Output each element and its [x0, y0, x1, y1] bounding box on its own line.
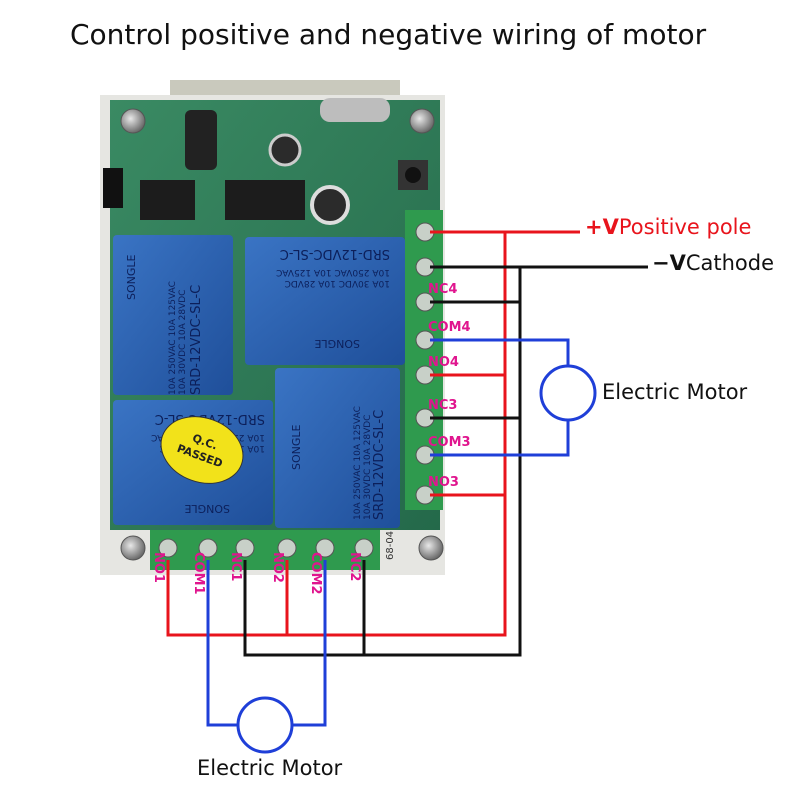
terminal-label-com4: COM4	[428, 320, 471, 335]
motor-bottom-label: Electric Motor	[197, 756, 343, 780]
relay-rating-text: 10A 250VAC 10A 125VAC	[276, 267, 390, 277]
motor-wires	[206, 338, 570, 727]
motor-right-symbol	[539, 364, 597, 422]
positive-sign: +V	[585, 215, 619, 239]
terminal-label-nc4: NC4	[428, 282, 458, 297]
diagram-title: Control positive and negative wiring of …	[70, 18, 707, 51]
jumper-header	[103, 168, 123, 208]
learn-button-cap	[405, 167, 421, 183]
qc-passed-sticker: Q.C. PASSED	[160, 416, 244, 484]
board-code: 68-04	[385, 531, 396, 560]
crystal-oscillator	[320, 98, 390, 122]
relay-top-left: SRD-12VDC-SL-C 10A 250VAC 10A 125VAC 10A…	[113, 235, 233, 395]
positive-text: Positive pole	[618, 215, 752, 239]
screw-bottom-right	[418, 535, 444, 561]
negative-wires	[243, 265, 648, 657]
positive-label: +VPositive pole	[585, 215, 751, 239]
positive-wires	[166, 230, 580, 637]
terminal-label-nc3: NC3	[428, 398, 458, 413]
bottom-terminal-screw	[235, 538, 255, 558]
relay-brand-text: SONGLE	[290, 424, 303, 470]
terminal-label-com3: COM3	[428, 435, 471, 450]
terminal-label-nc1: NC1	[228, 552, 243, 582]
bottom-terminal-screws	[158, 538, 374, 558]
motor-right-com4-wire	[430, 338, 570, 368]
motor-right-label: Electric Motor	[602, 380, 748, 404]
relay-rating-text-2: 10A 30VDC 10A 28VDC	[285, 278, 390, 288]
screw-top-right	[409, 108, 435, 134]
terminal-label-no4: NO4	[428, 355, 459, 370]
right-terminal-screws	[415, 222, 435, 505]
relay-model-text: SRD-12VDC-SL-C	[189, 285, 204, 395]
relay-rating-text: 10A 250VAC 10A 125VAC	[168, 281, 178, 395]
bottom-terminal-screw	[315, 538, 335, 558]
relay-brand-text: SONGLE	[184, 502, 230, 515]
motor-bottom-com1-wire	[206, 560, 238, 727]
inductor-coil	[185, 110, 217, 170]
bottom-terminal-screw	[354, 538, 374, 558]
negative-sign: −V	[652, 251, 686, 275]
negative-label: −VCathode	[652, 251, 774, 275]
bottom-terminal-block	[150, 530, 380, 570]
terminal-label-no2: NO2	[270, 552, 285, 583]
bottom-terminal-screw	[198, 538, 218, 558]
relay-bottom-right: SRD-12VDC-SL-C 10A 250VAC 10A 125VAC 10A…	[275, 368, 400, 528]
positive-bus-wire	[166, 232, 507, 637]
screw-top-left	[120, 108, 146, 134]
negative-text: Cathode	[685, 251, 775, 275]
relay-model-text: SRD-12VDC-SL-C	[372, 410, 387, 520]
relay-rating-text-2: 10A 30VDC 10A 28VDC	[363, 415, 373, 520]
terminal-label-com1: COM1	[191, 552, 206, 595]
relay-model-text: SRD-12VDC-SL-C	[280, 246, 390, 261]
motor-bottom-com2-wire	[292, 560, 327, 727]
relay-brand-text: SONGLE	[125, 254, 138, 300]
screw-bottom-left	[120, 535, 146, 561]
capacitor-1	[268, 133, 302, 167]
capacitor-2	[310, 185, 350, 225]
terminal-label-com2: COM2	[308, 552, 323, 595]
terminal-label-no1: NO1	[151, 552, 166, 583]
negative-bus-wire	[243, 267, 522, 657]
terminal-label-no3: NO3	[428, 475, 459, 490]
bottom-terminal-screw	[158, 538, 178, 558]
bottom-terminal-screw	[277, 538, 297, 558]
relay-top-right: SRD-12VDC-SL-C 10A 250VAC 10A 125VAC 10A…	[245, 237, 405, 365]
motor-bottom-symbol	[236, 696, 294, 754]
terminal-label-nc2: NC2	[347, 552, 362, 582]
motor-right-com3-wire	[430, 418, 570, 457]
chip-ic-2	[140, 180, 195, 220]
relay-brand-text: SONGLE	[314, 337, 360, 350]
relay-rating-text-2: 10A 30VDC 10A 28VDC	[178, 290, 188, 395]
chip-ic	[225, 180, 305, 220]
relay-rating-text: 10A 250VAC 10A 125VAC	[353, 406, 363, 520]
